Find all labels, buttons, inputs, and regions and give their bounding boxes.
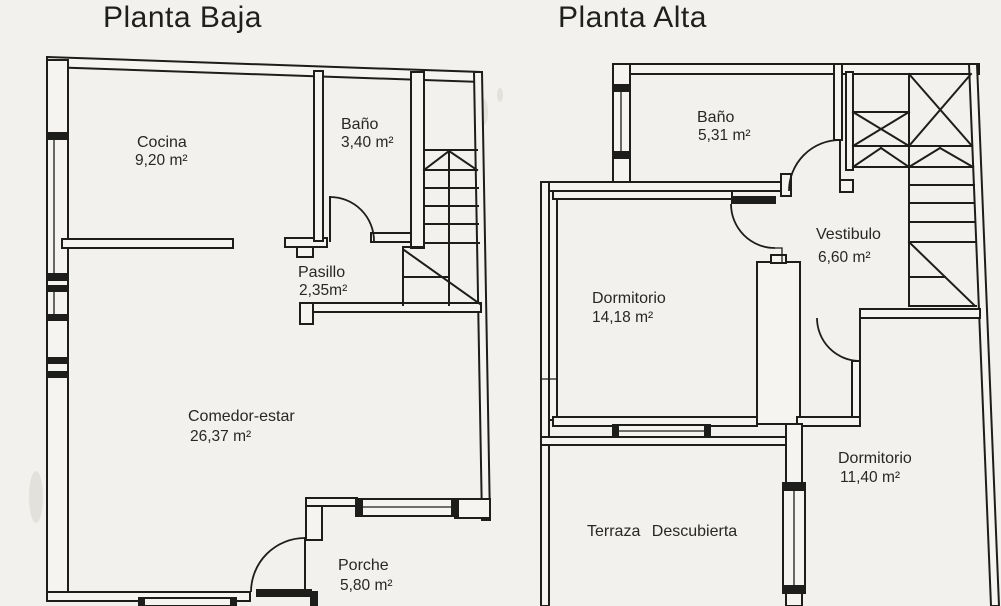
planta-baja-labels: Cocina 9,20 m² Baño 3,40 m² Pasillo 2,35…: [135, 116, 394, 594]
planta-alta-walls: [540, 63, 1001, 606]
planta-baja-windows: [48, 132, 459, 606]
room-area-comedor-estar: 26,37 m²: [190, 428, 251, 445]
room-area-pasillo: 2,35m²: [299, 282, 347, 299]
room-label-cocina: Cocina: [137, 134, 187, 151]
room-label-comedor-estar: Comedor-estar: [188, 408, 295, 425]
room-label-vestibulo: Vestibulo: [816, 226, 881, 243]
dormitorio1-door-swing-arc: [730, 203, 776, 249]
room-label-dormitorio2: Dormitorio: [838, 450, 912, 467]
dormitorio2-door-swing-arc: [816, 317, 861, 362]
room-label-bano-alta: Baño: [697, 109, 734, 126]
wardrobe-column: [756, 261, 801, 425]
porche-door-swing-arc: [250, 537, 306, 593]
planta-baja-walls: [46, 55, 492, 606]
planta-alta-doors: [730, 139, 861, 362]
planta-baja-doors: [250, 196, 375, 593]
room-area-vestibulo: 6,60 m²: [818, 249, 871, 266]
plan-title-planta-baja: Planta Baja: [103, 1, 262, 34]
room-label-dormitorio1: Dormitorio: [592, 290, 666, 307]
room-area-dormitorio1: 14,18 m²: [592, 309, 653, 326]
dormitorio1-door-leaf: [731, 196, 776, 204]
planta-baja-stairs: [402, 77, 482, 306]
room-area-porche: 5,80 m²: [340, 577, 393, 594]
room-label-terraza: Terraza Descubierta: [587, 523, 737, 540]
planta-alta-labels: Baño 5,31 m² Vestibulo 6,60 m² Dormitori…: [587, 109, 912, 540]
bano-baja-door-swing-arc: [329, 196, 375, 242]
plan-title-planta-alta: Planta Alta: [558, 1, 707, 34]
room-area-dormitorio2: 11,40 m²: [840, 469, 900, 486]
room-label-porche: Porche: [338, 557, 389, 574]
room-area-bano-baja: 3,40 m²: [341, 134, 394, 151]
plan-planta-baja: Planta Baja: [46, 1, 492, 606]
plan-planta-alta: Planta Alta: [540, 1, 1001, 606]
room-area-bano-alta: 5,31 m²: [698, 127, 751, 144]
planta-alta-windows: [612, 84, 806, 594]
room-area-cocina: 9,20 m²: [135, 152, 188, 169]
room-label-pasillo: Pasillo: [298, 264, 345, 281]
bano-alta-door-swing-arc: [788, 139, 841, 192]
room-label-bano-baja: Baño: [341, 116, 378, 133]
planta-alta-stairs: [851, 72, 977, 307]
